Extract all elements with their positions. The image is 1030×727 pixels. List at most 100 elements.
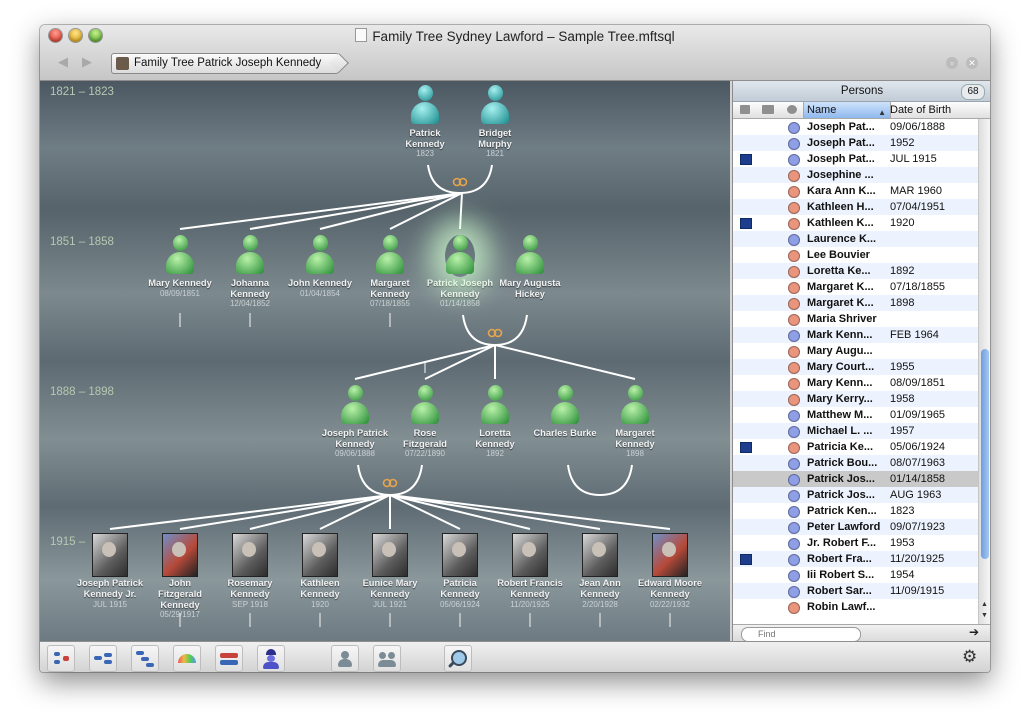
person-node[interactable]: Joseph Patrick Kennedy Jr. JUL 1915 <box>70 533 150 610</box>
person-row-name: Mark Kenn... <box>807 329 873 341</box>
person-row[interactable]: Josephine ... <box>733 167 978 183</box>
person-node[interactable]: Patrick Kennedy 1823 <box>385 85 465 159</box>
person-row[interactable]: Patrick Ken...1823 <box>733 503 978 519</box>
person-row[interactable]: Mary Augu... <box>733 343 978 359</box>
female-person-icon <box>375 235 405 277</box>
person-node[interactable]: John Fitzgerald Kennedy 05/29/1917 <box>140 533 220 620</box>
hourglass-chart-button[interactable] <box>131 645 159 672</box>
scroll-down-icon[interactable]: ▼ <box>981 612 988 619</box>
person-row[interactable]: Mary Court... 1955 <box>733 359 978 375</box>
person-photo <box>92 533 128 577</box>
person-row[interactable]: Mary Kerry...1958 <box>733 391 978 407</box>
person-node[interactable]: Bridget Murphy 1821 <box>455 85 535 159</box>
person-row[interactable]: Joseph Pat...09/06/1888 <box>733 119 978 135</box>
scrollbar-thumb[interactable] <box>981 349 989 559</box>
breadcrumb[interactable]: Family Tree Patrick Joseph Kennedy <box>111 53 349 74</box>
person-row[interactable]: Joseph Pat...JUL 1915 <box>733 151 978 167</box>
person-node[interactable]: Margaret Kennedy 07/18/1855 <box>350 235 430 309</box>
person-node[interactable]: Robert Francis Kennedy 11/20/1925 <box>490 533 570 610</box>
find-next-arrow-icon[interactable]: ➔ <box>968 625 979 639</box>
person-row[interactable]: Kathleen H...07/04/1951 <box>733 199 978 215</box>
person-row[interactable]: Jr. Robert F...1953 <box>733 535 978 551</box>
person-row[interactable]: Robert Fra...11/20/1925 <box>733 551 978 567</box>
tree-canvas[interactable]: 1821 – 1823 1851 – 1858 1888 – 1898 1915… <box>40 81 730 641</box>
minimize-window-button[interactable] <box>69 29 82 42</box>
name-column-header[interactable]: Name▲ <box>803 102 891 118</box>
person-row[interactable]: Michael L. ...1957 <box>733 423 978 439</box>
person-view-button[interactable] <box>257 645 285 672</box>
person-node[interactable]: Charles Burke <box>525 385 605 439</box>
flag-column-icon[interactable] <box>762 105 774 114</box>
person-row[interactable]: Patrick Bou...08/07/1963 <box>733 455 978 471</box>
person-photo <box>652 533 688 577</box>
person-node[interactable]: Rosemary Kennedy SEP 1918 <box>210 533 290 610</box>
person-row[interactable]: Iii Robert S...1954 <box>733 567 978 583</box>
person-node[interactable]: Patricia Kennedy 05/06/1924 <box>420 533 500 610</box>
relationship-chart-button[interactable] <box>215 645 243 672</box>
person-row[interactable]: Lee Bouvier <box>733 247 978 263</box>
person-row[interactable]: Mark Kenn...FEB 1964 <box>733 327 978 343</box>
scroll-up-icon[interactable]: ▲ <box>981 601 988 608</box>
forward-arrow-icon[interactable]: ▶ <box>82 54 92 69</box>
person-row[interactable]: Robin Lawf... <box>733 599 978 615</box>
find-input[interactable] <box>741 627 861 642</box>
zoom-window-button[interactable] <box>89 29 102 42</box>
person-node[interactable]: Margaret Kennedy 1898 <box>595 385 675 459</box>
close-tab-icon[interactable]: ✕ <box>966 57 978 69</box>
person-row[interactable]: Mary Kenn...08/09/1851 <box>733 375 978 391</box>
gender-column-icon[interactable] <box>787 105 797 114</box>
person-row-name: Mary Court... <box>807 361 875 373</box>
person-node[interactable]: Loretta Kennedy 1892 <box>455 385 535 459</box>
person-row[interactable]: Loretta Ke...1892 <box>733 263 978 279</box>
person-node[interactable]: Johanna Kennedy 12/04/1852 <box>210 235 290 309</box>
search-people-button[interactable] <box>444 645 472 672</box>
person-row-dob: 1955 <box>890 361 915 373</box>
person-row[interactable]: Laurence K... <box>733 231 978 247</box>
person-row-dob: 1954 <box>890 569 915 581</box>
person-row[interactable]: Kara Ann K...MAR 1960 <box>733 183 978 199</box>
person-node[interactable]: Rose Fitzgerald 07/22/1890 <box>385 385 465 459</box>
person-row[interactable]: Maria Shriver <box>733 311 978 327</box>
back-arrow-icon[interactable]: ◀ <box>58 54 68 69</box>
fan-chart-button[interactable] <box>173 645 201 672</box>
male-gender-icon <box>788 410 800 422</box>
person-node[interactable]: Edward Moore Kennedy 02/22/1932 <box>630 533 710 610</box>
person-row-selected[interactable]: Patrick Jos...01/14/1858 <box>733 471 978 487</box>
person-node[interactable]: Kathleen Kennedy 1920 <box>280 533 360 610</box>
descendant-chart-button[interactable] <box>89 645 117 672</box>
person-photo <box>582 533 618 577</box>
person-row[interactable]: Patrick Jos...AUG 1963 <box>733 487 978 503</box>
person-node-selected[interactable]: Patrick Joseph Kennedy 01/14/1858 <box>420 235 500 309</box>
add-family-button[interactable] <box>373 645 401 672</box>
persons-scrollbar[interactable]: ▲ ▼ <box>978 119 990 624</box>
person-node[interactable]: Eunice Mary Kennedy JUL 1921 <box>350 533 430 610</box>
person-row[interactable]: Joseph Pat...1952 <box>733 135 978 151</box>
person-row-dob: JUL 1915 <box>890 153 937 165</box>
person-name: Kennedy <box>370 589 410 599</box>
dob-column-header[interactable]: Date of Birth <box>890 104 952 116</box>
person-row[interactable]: Kathleen K...1920 <box>733 215 978 231</box>
person-row[interactable]: Robert Sar...11/09/1915 <box>733 583 978 599</box>
person-row[interactable]: Margaret K...1898 <box>733 295 978 311</box>
female-person-icon <box>515 235 545 277</box>
person-name: Robert Francis <box>497 578 563 588</box>
person-node[interactable]: Mary Kennedy 08/09/1851 <box>140 235 220 299</box>
photo-column-icon[interactable] <box>740 105 750 114</box>
person-row-name: Joseph Pat... <box>807 137 875 149</box>
person-row[interactable]: Matthew M...01/09/1965 <box>733 407 978 423</box>
person-node[interactable]: Mary Augusta Hickey <box>490 235 570 299</box>
ancestor-chart-button[interactable] <box>47 645 75 672</box>
close-window-button[interactable] <box>49 29 62 42</box>
person-row[interactable]: Patricia Ke...05/06/1924 <box>733 439 978 455</box>
person-node[interactable]: John Kennedy 01/04/1854 <box>280 235 360 299</box>
person-row[interactable]: Margaret K...07/18/1855 <box>733 279 978 295</box>
gear-icon[interactable]: ⚙ <box>962 647 978 666</box>
person-node[interactable]: Joseph Patrick Kennedy 09/06/1888 <box>315 385 395 459</box>
toggle-panel-icon[interactable]: ▫ <box>946 57 958 69</box>
person-row-dob: 05/06/1924 <box>890 441 946 453</box>
add-person-button[interactable] <box>331 645 359 672</box>
person-row-name: Loretta Ke... <box>807 265 871 277</box>
person-node[interactable]: Jean Ann Kennedy 2/20/1928 <box>560 533 640 610</box>
